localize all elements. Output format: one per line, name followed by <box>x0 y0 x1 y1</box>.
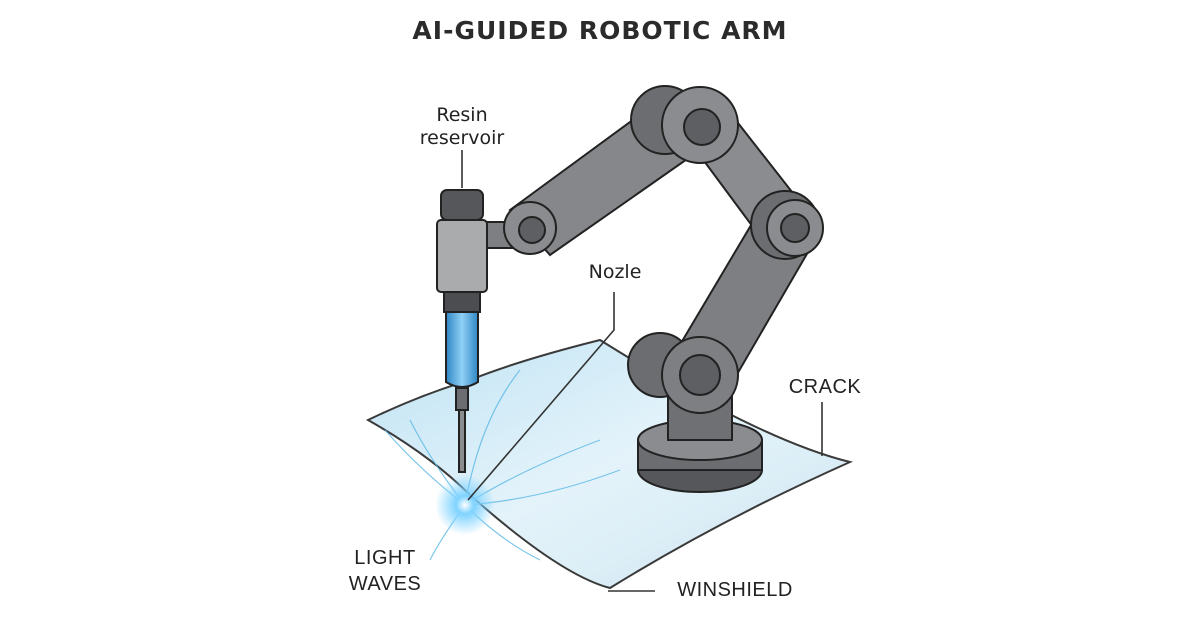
shoulder-joint <box>627 332 739 414</box>
nozzle-label: Nozle <box>588 261 642 283</box>
leader-lines <box>461 150 823 592</box>
arm-base <box>637 394 763 493</box>
windshield-label: WINSHIELD <box>677 579 793 601</box>
crack-label: CRACK <box>788 376 862 398</box>
light-waves-label-line2: WAVES <box>348 573 422 595</box>
elbow-joint <box>750 190 824 260</box>
top-joint <box>630 85 739 164</box>
light-glow <box>435 475 495 535</box>
diagram-title: AI-GUIDED ROBOTIC ARM <box>412 16 788 45</box>
resin-label-line2: reservoir <box>419 127 505 149</box>
wrist-joint <box>479 201 557 255</box>
resin-label-line1: Resin <box>436 104 488 126</box>
resin-syringe <box>436 189 488 473</box>
light-waves-label-line1: LIGHT <box>354 547 416 569</box>
